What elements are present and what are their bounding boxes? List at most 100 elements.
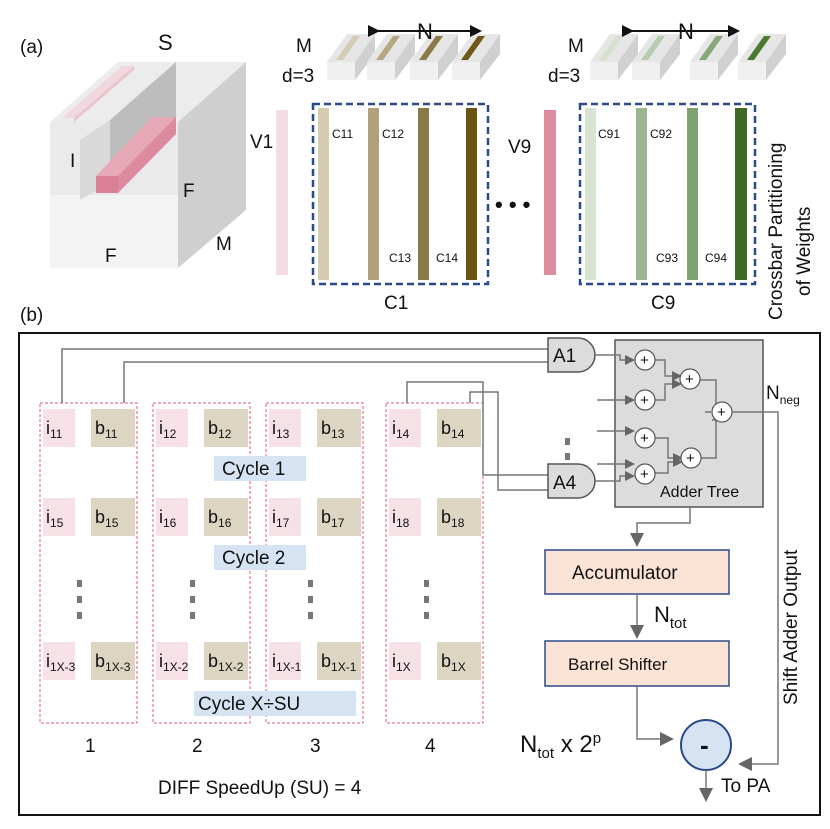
crossbar-c9 — [578, 102, 757, 286]
shift-formula: Ntot x 2p — [520, 730, 601, 762]
input-cell-label: i12 — [159, 418, 177, 441]
accumulator-block — [544, 549, 730, 595]
panel-a-label: (a) — [20, 37, 43, 58]
input-cell-label: i1X-1 — [272, 651, 302, 674]
input-cell-label: i1X-2 — [159, 651, 189, 674]
and-gate-a1 — [547, 337, 596, 373]
adder-tree-label: Adder Tree — [660, 484, 739, 501]
v1-bar — [276, 110, 288, 275]
group1-m-label: M — [296, 36, 312, 57]
c1-label: C1 — [384, 293, 408, 314]
v9-label: V9 — [508, 137, 531, 158]
group9-d-label: d=3 — [548, 66, 580, 87]
weight-cell-label: b1X — [441, 651, 466, 674]
group1-d-label: d=3 — [282, 66, 314, 87]
input-cell-label: i1X — [392, 651, 411, 674]
weight-cell-label: b13 — [321, 418, 345, 441]
a4-input-wires — [406, 381, 548, 491]
n-neg-wire — [732, 411, 779, 771]
input-cell-label: i1X-3 — [46, 651, 76, 674]
input-cell-i — [156, 642, 188, 680]
group1-filters — [327, 34, 500, 80]
input-cell-i — [43, 642, 75, 680]
cycle-1-band — [214, 456, 306, 481]
c92-label: C92 — [650, 127, 672, 141]
weight-cell-b — [437, 498, 481, 536]
cycle-2-band — [214, 545, 306, 570]
weight-cell-b — [204, 498, 248, 536]
c12-label: C12 — [382, 127, 404, 141]
input-cell-label: i17 — [272, 507, 290, 530]
plus-sign: + — [640, 392, 649, 409]
weight-cell-b — [91, 498, 135, 536]
group1-n-label: N — [417, 19, 433, 44]
c11-label: C11 — [332, 127, 353, 141]
adder-inputs — [595, 354, 635, 482]
cube-f-bottom: F — [105, 246, 117, 267]
weight-cell-label: b1X-1 — [321, 651, 357, 674]
weight-cell-label: b17 — [321, 507, 345, 530]
weight-cell-b — [204, 642, 248, 680]
weight-cell-label: b14 — [441, 418, 465, 441]
weight-cell-label: b12 — [208, 418, 232, 441]
group9-n-label: N — [678, 19, 694, 44]
cycle-last-band — [194, 691, 356, 716]
v1-label: V1 — [250, 132, 273, 153]
input-cell-i — [269, 642, 301, 680]
weight-cell-b — [204, 409, 248, 447]
c91-column — [585, 108, 596, 280]
weight-cell-label: b15 — [95, 507, 119, 530]
c11-column — [318, 108, 329, 280]
plus-sign: + — [640, 430, 649, 447]
c94-label: C94 — [705, 251, 727, 265]
cube-title: S — [158, 30, 173, 55]
panel-b-label: (b) — [20, 305, 43, 326]
input-cell-label: i16 — [159, 507, 177, 530]
v9-bar — [544, 110, 556, 275]
weight-cell-b — [317, 642, 361, 680]
group9-filters — [590, 34, 786, 80]
column-box-1 — [39, 402, 138, 724]
input-cell-i — [43, 498, 75, 536]
c12-column — [368, 108, 379, 280]
column-box-3 — [265, 402, 364, 724]
input-cell-label: i11 — [46, 418, 63, 441]
input-cell-i — [156, 409, 188, 447]
input-cell-label: i15 — [46, 507, 64, 530]
cube-i-label: I — [70, 151, 75, 172]
crossbar-c1 — [311, 102, 490, 286]
weight-cell-b — [317, 498, 361, 536]
plus-sign: + — [717, 404, 726, 421]
cycle-2-label: Cycle 2 — [222, 548, 285, 569]
input-cube — [50, 62, 246, 268]
c14-label: C14 — [436, 251, 458, 265]
column-number-4: 4 — [425, 736, 436, 757]
column-number-3: 3 — [310, 736, 321, 757]
shifter-to-subtractor-wire — [636, 686, 674, 746]
input-cell-i — [156, 498, 188, 536]
plus-sign: + — [640, 352, 649, 369]
n-neg-label: Nneg — [766, 383, 800, 407]
input-cell-i — [269, 409, 301, 447]
input-cell-i — [43, 409, 75, 447]
vertical-ellipsis-marks — [77, 438, 570, 619]
panel-b-frame — [18, 332, 821, 816]
input-cell-i — [389, 642, 421, 680]
cube-m-label: M — [216, 234, 232, 255]
barrel-shifter-block — [544, 640, 730, 687]
weight-cell-b — [437, 409, 481, 447]
weight-cell-b — [91, 409, 135, 447]
cycle-1-label: Cycle 1 — [222, 459, 285, 480]
side-caption-1: Crossbar Partitioning — [766, 143, 787, 320]
input-cell-label: i14 — [392, 418, 410, 441]
tree-to-accumulator-wire — [630, 507, 691, 547]
adder-nodes — [634, 349, 733, 485]
c13-column — [418, 108, 429, 280]
weight-cell-b — [317, 409, 361, 447]
column-number-1: 1 — [85, 736, 96, 757]
input-cell-label: i18 — [392, 507, 410, 530]
barrel-shifter-label: Barrel Shifter — [568, 655, 668, 674]
subtractor-minus: - — [700, 730, 709, 760]
